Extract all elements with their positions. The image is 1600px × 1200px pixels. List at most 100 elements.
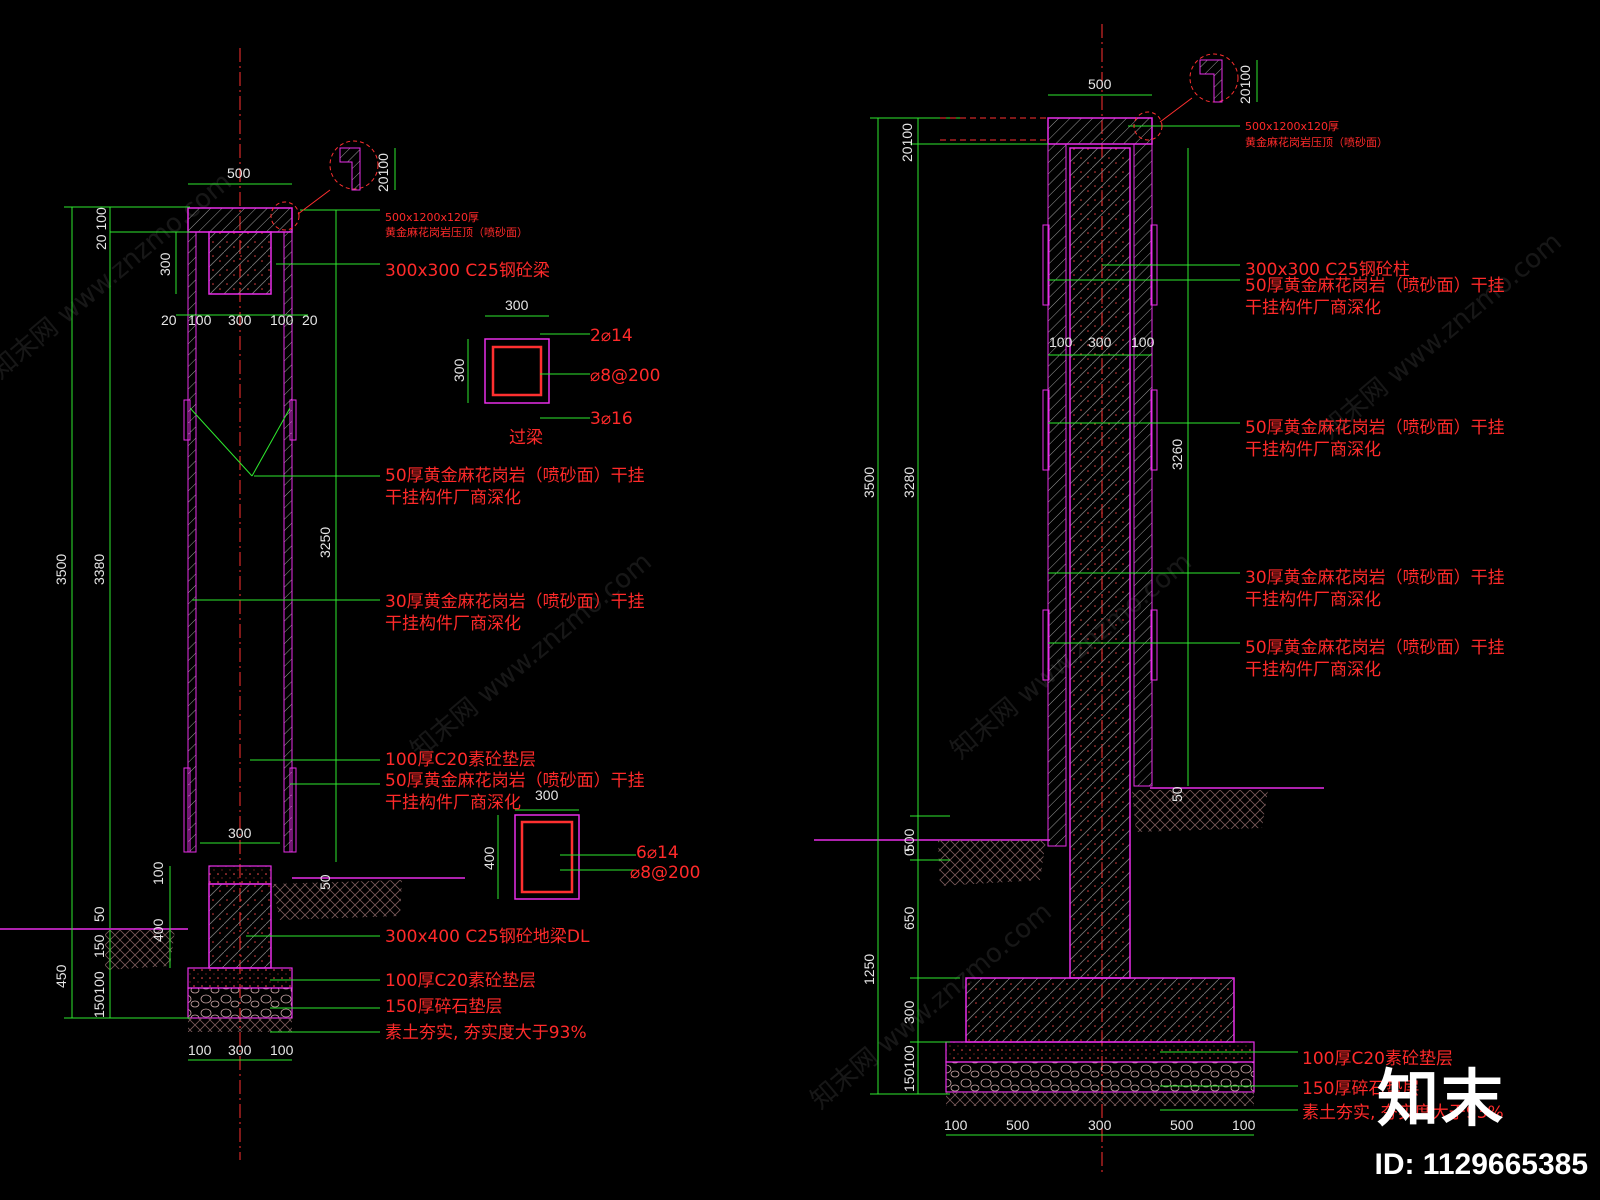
dim-text: 3500 [861, 467, 877, 498]
label-c20: 100厚C20素砼垫层 [1302, 1049, 1453, 1069]
right-cap-detail [1199, 59, 1223, 103]
image-id: ID: 1129665385 [1374, 1148, 1588, 1181]
dim-text: 300 [228, 1042, 252, 1058]
right-section-drawing: 500 20100 20100 100 300 100 3500 3280 32… [814, 24, 1505, 1172]
label-granite-2: 干挂构件厂商深化 [1245, 298, 1381, 318]
left-soil-blob-right [272, 880, 402, 920]
dim-text: 20 100 [93, 207, 109, 250]
right-granite-right [1133, 143, 1153, 787]
label-granite: 30厚黄金麻花岗岩（喷砂面）干挂 [1245, 568, 1505, 588]
dim-text: 100 [270, 1042, 294, 1058]
beam-section-detail: 300 300 2⌀14 ⌀8@200 3⌀16 过梁 [451, 297, 661, 448]
dim-text: 400 [150, 918, 166, 942]
dim-text: 1250 [861, 954, 877, 985]
right-leader [1159, 97, 1193, 123]
rebar-label: 3⌀16 [590, 409, 633, 429]
left-cap-stone [187, 207, 293, 233]
right-soil-blob-right [1132, 790, 1268, 832]
dim-text: 300 [157, 252, 173, 276]
dim-text: 650 [901, 906, 917, 930]
rebar-label: ⌀8@200 [630, 863, 701, 883]
label-granite-2: 干挂构件厂商深化 [1245, 440, 1381, 460]
dim-text: 100 [1131, 334, 1155, 350]
dim-text: 300 [1088, 1117, 1112, 1133]
left-ground-beam [208, 883, 272, 969]
dim-text: 500 [1088, 76, 1112, 92]
right-footing [965, 977, 1235, 1043]
left-joint [289, 399, 297, 441]
dim-text: 300 [451, 358, 467, 382]
dim-text: 3250 [317, 527, 333, 558]
dim-text: 3260 [1169, 439, 1185, 470]
dim-text: 50 [317, 874, 333, 890]
right-cap-stone [1047, 117, 1153, 145]
left-c20-pad [187, 967, 293, 989]
dim-text: 400 [481, 846, 497, 870]
label-granite: 50厚黄金麻花岗岩（喷砂面）干挂 [1245, 418, 1505, 438]
left-base-dim-row: 100 300 100 [188, 1042, 294, 1058]
left-section-drawing: 500 20 100 300 20 100 300 100 20 3500 33… [0, 48, 701, 1160]
right-soil-blob [938, 840, 1046, 886]
left-joint [183, 767, 191, 853]
right-joints [1042, 224, 1158, 681]
label-ground-beam: 300x400 C25钢砼地梁DL [385, 927, 590, 947]
right-column [1069, 147, 1131, 979]
label-granite: 50厚黄金麻花岗岩（喷砂面）干挂 [385, 466, 645, 486]
right-soil [946, 1092, 1254, 1106]
label-gravel: 150厚碎石垫层 [1302, 1079, 1419, 1099]
right-detail-target [1133, 111, 1163, 141]
dim-text: 450 [53, 964, 69, 988]
beam-section-title: 过梁 [509, 428, 543, 448]
dim-text: 0 [901, 848, 917, 856]
dim-text: 3380 [91, 554, 107, 585]
right-gravel-layer [945, 1061, 1255, 1093]
dim-text: 500 [901, 828, 917, 852]
right-dimension-lines [870, 94, 1298, 1136]
left-bottom-dim-row: 20 100 300 100 20 [161, 312, 318, 328]
label-beam: 300x300 C25钢砼梁 [385, 261, 550, 281]
dim-text: 150 [91, 934, 107, 958]
dim-text: 20100 [899, 123, 915, 162]
dim-text: 500 [227, 165, 251, 181]
rebar-label: 2⌀14 [590, 326, 633, 346]
dim-text: 50 [91, 906, 107, 922]
left-cap-detail [339, 147, 361, 191]
dim-text: 20 [302, 312, 318, 328]
brand-logo: 知末 [1376, 1062, 1505, 1135]
label-granite: 30厚黄金麻花岗岩（喷砂面）干挂 [385, 592, 645, 612]
dim-text: 150100 [901, 1045, 917, 1092]
label-granite-2: 干挂构件厂商深化 [1245, 660, 1381, 680]
dim-text: 300 [535, 787, 559, 803]
label-granite: 50厚黄金麻花岗岩（喷砂面）干挂 [385, 771, 645, 791]
left-granite-panel-left [187, 231, 197, 853]
label-cap: 500x1200x120厚 [385, 211, 479, 224]
left-beam-section [208, 231, 272, 295]
label-gravel: 150厚碎石垫层 [385, 997, 502, 1017]
left-granite-panel-right [283, 231, 293, 853]
left-pad [208, 865, 272, 885]
label-soil: 素土夯实, 夯实度大于93% [1302, 1103, 1504, 1123]
watermark-text: 知末网 www.znzmo.com [405, 547, 657, 766]
label-granite-2: 干挂构件厂商深化 [1245, 590, 1381, 610]
left-joint [183, 399, 191, 441]
dim-text: 150100 [91, 971, 107, 1018]
dim-text: 100 [270, 312, 294, 328]
right-mid-dim-row: 100 300 100 [1049, 334, 1155, 350]
left-joint [289, 767, 297, 853]
dim-text: 300 [1088, 334, 1112, 350]
ground-beam-section-detail: 300 400 6⌀14 ⌀8@200 [481, 787, 701, 900]
label-soil: 素土夯实, 夯实度大于93% [385, 1023, 587, 1043]
label-cap-2: 黄金麻花岗岩压顶（喷砂面） [1245, 135, 1388, 149]
dim-text: 20 [161, 312, 177, 328]
label-c20: 100厚C20素砼垫层 [385, 971, 536, 991]
left-dimension-lines [64, 183, 380, 1061]
watermark-text: 知末网 www.znzmo.com [0, 167, 238, 386]
label-c20: 100厚C20素砼垫层 [385, 750, 536, 770]
dim-text: 100 [150, 861, 166, 885]
right-base-dim-row: 100 500 300 500 100 [944, 1117, 1256, 1133]
label-column: 300x300 C25钢砼柱 [1245, 260, 1410, 280]
label-granite-2: 干挂构件厂商深化 [385, 488, 521, 508]
dim-text: 500 [1170, 1117, 1194, 1133]
left-leader [297, 189, 331, 215]
